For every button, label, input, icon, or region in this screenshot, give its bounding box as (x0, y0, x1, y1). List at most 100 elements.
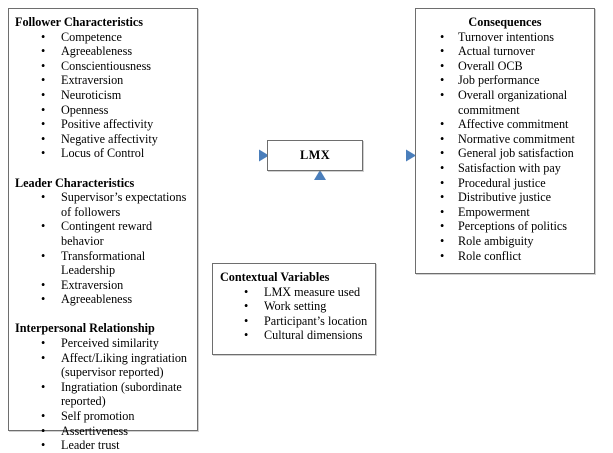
bullet-icon: • (440, 73, 445, 88)
list-item-label: Negative affectivity (61, 131, 158, 146)
bullet-list: • Competence • Agreeableness • Conscientiou… (15, 30, 192, 161)
bullet-icon: • (41, 248, 46, 263)
list-item: •Ingratiation (subordinate reported) (15, 380, 192, 409)
list-item-label: Satisfaction with pay (458, 160, 561, 175)
section-heading: Contextual Variables (220, 270, 330, 284)
bullet-icon: • (244, 299, 249, 314)
list-item: • General job satisfaction (422, 146, 588, 161)
list-item: •Cultural dimensions (220, 328, 370, 343)
bullet-icon: • (440, 58, 445, 73)
bullet-icon: • (41, 44, 46, 59)
list-item-label: Perceived similarity (61, 336, 159, 351)
lmx-label: LMX (299, 148, 331, 162)
list-item-label: Positive affectivity (61, 117, 154, 132)
follower-characteristics-box: Follower Characteristics • Competence • Ag… (8, 8, 198, 452)
bullet-icon: • (440, 87, 445, 102)
bullet-icon: • (41, 277, 46, 292)
section-heading: Leader Characteristics (15, 175, 135, 190)
bullet-icon: • (440, 190, 445, 205)
list-item-label: Supervisor’s expectations of followers (61, 190, 187, 219)
list-item: •Agreeableness (15, 292, 192, 307)
list-item-label: Distributive justice (458, 190, 552, 205)
bullet-icon: • (440, 219, 445, 234)
list-item-label: Transformational Leadership (61, 248, 146, 278)
list-item: •Job performance (422, 73, 588, 88)
list-item-label: General job satisfaction (458, 146, 574, 161)
section-leader-characteristics: Leader Characteristics •Supervisor’s exp… (15, 176, 192, 307)
list-item: •Neuroticism (15, 88, 192, 103)
list-item: •Supervisor’s expectations of followers (15, 190, 192, 219)
list-item: •Satisfaction with pay (422, 161, 588, 176)
list-item-label: Competence (61, 29, 122, 44)
bullet-icon: • (41, 409, 46, 424)
bullet-icon: • (440, 117, 445, 132)
consequences-box: Consequences •Turnover intentions • Actua… (415, 8, 595, 274)
list-item: • Overall OCB (422, 59, 588, 74)
bullet-icon: • (41, 350, 46, 365)
bullet-icon: • (440, 131, 445, 146)
list-item: •Role conflict (422, 249, 588, 264)
list-item-label: Contingent reward behavior (61, 219, 153, 248)
arrow-lmx-to-consequences (364, 149, 416, 162)
bullet-icon: • (41, 336, 46, 351)
list-item: • Positive affectivity (15, 117, 192, 132)
list-item: • Transformational Leadership (15, 249, 192, 278)
list-item-label: Openness (61, 102, 109, 117)
list-item-label: Cultural dimensions (264, 328, 363, 343)
list-item: • Extraversion (15, 73, 192, 88)
list-item: •Assertiveness (15, 424, 192, 439)
list-item-label: Perceptions of politics (458, 219, 567, 234)
bullet-icon: • (440, 29, 445, 44)
bullet-icon: • (41, 58, 46, 73)
list-item-label: Affect/Liking ingratiation (supervisor r… (61, 350, 188, 380)
list-item: • Agreeableness (15, 44, 192, 59)
lmx-box: LMX (267, 140, 363, 171)
list-item: •Turnover intentions (422, 30, 588, 45)
list-item-label: Neuroticism (61, 87, 122, 102)
bullet-icon: • (440, 44, 445, 59)
bullet-icon: • (440, 248, 445, 263)
bullet-list: •Supervisor’s expectations of followers … (15, 190, 192, 307)
list-item: • Affective commitment (422, 117, 588, 132)
list-item: • Negative affectivity (15, 132, 192, 147)
list-item-label: Conscientiousness (61, 58, 152, 73)
list-item: •Procedural justice (422, 176, 588, 191)
list-item-label: Role ambiguity (458, 233, 534, 248)
list-item: •Openness (15, 103, 192, 118)
list-item-label: Agreeableness (61, 44, 133, 59)
list-item-label: Procedural justice (458, 175, 546, 190)
list-item: • Conscientiousness (15, 59, 192, 74)
list-item-label: Work setting (264, 299, 327, 314)
list-item-label: Actual turnover (458, 44, 535, 59)
section-spacer (15, 161, 192, 176)
bullet-list: • Perceived similarity • Affect/Liking ing… (15, 336, 192, 453)
bullet-icon: • (41, 131, 46, 146)
bullet-icon: • (440, 146, 445, 161)
section-heading: Follower Characteristics (15, 15, 144, 29)
bullet-icon: • (41, 29, 46, 44)
list-item-label: Leader trust (61, 438, 120, 453)
list-item: • Perceived similarity (15, 336, 192, 351)
list-item-label: Overall OCB (458, 58, 523, 73)
list-item-label: Affective commitment (458, 117, 569, 132)
bullet-icon: • (440, 233, 445, 248)
section-heading: Consequences (468, 15, 542, 29)
bullet-icon: • (41, 73, 46, 88)
list-item-label: Agreeableness (61, 292, 133, 307)
list-item-label: LMX measure used (264, 284, 361, 299)
section-follower-characteristics: Follower Characteristics • Competence • Ag… (15, 15, 192, 161)
bullet-icon: • (440, 204, 445, 219)
list-item: •LMX measure used (220, 285, 370, 300)
list-item-label: Extraversion (61, 73, 124, 88)
list-item: •Normative commitment (422, 132, 588, 147)
list-item: • Perceptions of politics (422, 219, 588, 234)
list-item-label: Participant’s location (264, 313, 368, 328)
list-item: • Competence (15, 30, 192, 45)
bullet-icon: • (41, 117, 46, 132)
section-heading: Interpersonal Relationship (15, 321, 155, 336)
list-item-label: Extraversion (61, 277, 124, 292)
bullet-list: •LMX measure used •Work setting •Partici… (220, 285, 370, 343)
arrow-contextual-to-lmx (314, 170, 326, 262)
bullet-icon: • (41, 146, 46, 161)
